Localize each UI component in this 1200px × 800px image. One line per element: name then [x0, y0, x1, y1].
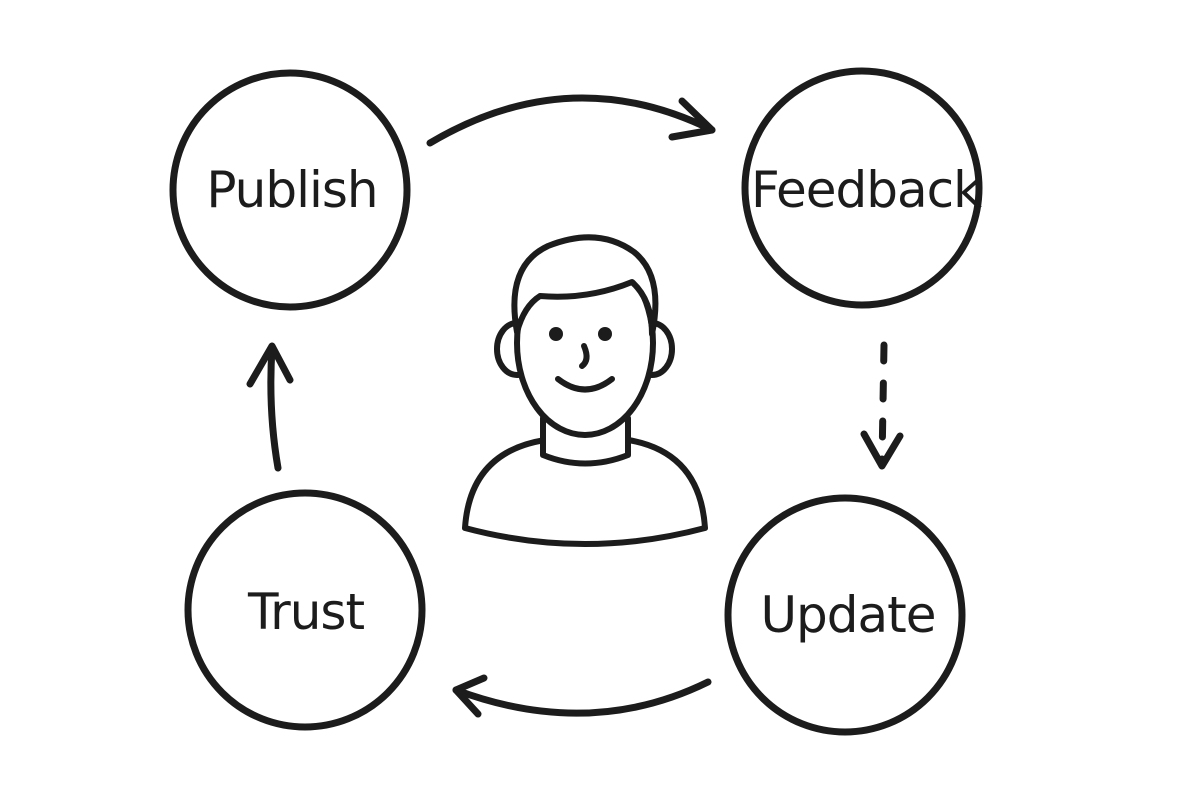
person-hair: [511, 234, 659, 337]
node-feedback: Feedback: [741, 67, 983, 309]
node-publish: Publish: [169, 69, 411, 311]
edge-trust-to-publish-line: [267, 344, 282, 472]
node-update: Update: [724, 494, 966, 736]
node-update-circle: [724, 494, 966, 736]
arrowhead-right-icon: [668, 97, 716, 141]
edge-update-to-trust-line: [452, 678, 712, 717]
person-eye-right: [598, 327, 612, 341]
edge-publish-to-feedback-line: [426, 94, 716, 147]
edge-update-to-trust: [452, 674, 712, 718]
node-trust: Trust: [184, 489, 426, 731]
person-nose: [579, 343, 590, 369]
person-smile: [555, 376, 615, 393]
arrowhead-up-icon: [246, 342, 294, 388]
person-eye-left: [549, 327, 563, 341]
person-icon: [462, 234, 708, 547]
edge-feedback-to-update-line: [878, 341, 888, 466]
edge-publish-to-feedback: [426, 94, 716, 147]
arrowhead-down-icon: [860, 430, 904, 470]
node-feedback-label: Feedback: [751, 161, 982, 219]
node-feedback-circle: [741, 67, 983, 309]
arrowhead-left-icon: [452, 674, 488, 718]
edge-feedback-to-update: [860, 341, 904, 470]
node-publish-label: Publish: [206, 161, 377, 219]
node-publish-circle: [169, 69, 411, 311]
edge-trust-to-publish: [246, 342, 294, 472]
node-update-label: Update: [760, 586, 935, 644]
person-torso: [462, 437, 708, 547]
node-trust-label: Trust: [247, 583, 364, 641]
node-trust-circle: [184, 489, 426, 731]
